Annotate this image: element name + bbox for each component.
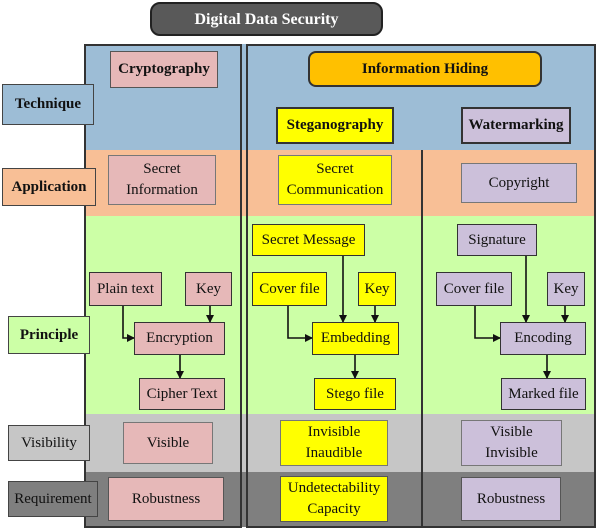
crypto-plain-text: Plain text (89, 272, 162, 306)
diagram-title: Digital Data Security (150, 2, 383, 36)
requirement-steganography: Undetectability Capacity (280, 476, 388, 522)
header-information-hiding: Information Hiding (308, 51, 542, 87)
water-key: Key (547, 272, 585, 306)
column-divider (421, 150, 423, 528)
row-label-application: Application (2, 168, 96, 206)
water-marked-file: Marked file (501, 378, 586, 410)
row-label-principle: Principle (8, 316, 90, 354)
stego-stego-file: Stego file (314, 378, 396, 410)
stego-cover-file: Cover file (252, 272, 327, 306)
header-steganography: Steganography (276, 107, 394, 144)
visibility-watermarking: Visible Invisible (461, 420, 562, 466)
requirement-watermarking: Robustness (461, 477, 561, 521)
visibility-cryptography: Visible (123, 422, 213, 464)
stego-secret-message: Secret Message (252, 224, 365, 256)
row-label-technique: Technique (2, 84, 94, 125)
application-cryptography: Secret Information (108, 155, 216, 205)
crypto-encryption: Encryption (134, 322, 225, 355)
requirement-cryptography: Robustness (108, 477, 224, 521)
stego-key: Key (358, 272, 396, 306)
visibility-steganography: Invisible Inaudible (280, 420, 388, 466)
water-cover-file: Cover file (436, 272, 512, 306)
header-watermarking: Watermarking (461, 107, 571, 144)
application-watermarking: Copyright (461, 163, 577, 203)
application-steganography: Secret Communication (278, 155, 392, 205)
crypto-key: Key (185, 272, 232, 306)
header-cryptography: Cryptography (110, 51, 218, 88)
stego-embedding: Embedding (312, 322, 399, 355)
row-label-requirement: Requirement (8, 481, 98, 517)
water-signature: Signature (457, 224, 537, 256)
crypto-cipher-text: Cipher Text (139, 378, 225, 410)
row-label-visibility: Visibility (8, 425, 90, 461)
water-encoding: Encoding (500, 322, 586, 355)
